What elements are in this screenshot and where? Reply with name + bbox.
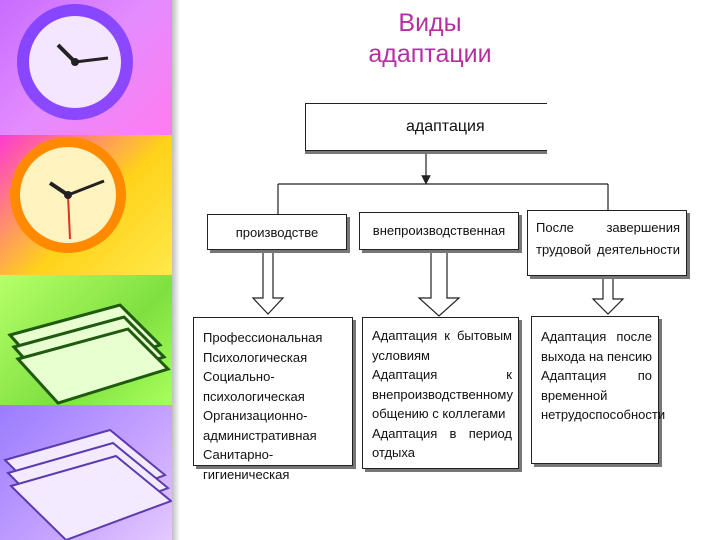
branch-box-non-production: внепроизводственная: [359, 212, 519, 250]
block-arrow-left: [251, 249, 285, 315]
list-item: Психологическая: [203, 349, 308, 365]
list-item: административная: [203, 427, 317, 443]
strip-shadow: [172, 0, 180, 540]
papers-photo-green: [0, 275, 172, 405]
list-box-production: Профессиональная Психологическая Социаль…: [193, 317, 353, 482]
list-item: общению с коллегами: [372, 406, 506, 421]
list-item: Социально-: [203, 369, 275, 384]
decorative-photo-strip: [0, 0, 172, 540]
papers-photo-violet: [0, 405, 172, 540]
list-item: выхода на пенсию: [541, 348, 652, 364]
papers-icon: [7, 303, 171, 405]
block-arrow-right: [591, 276, 625, 315]
list-item: Адаптация к бытовым: [372, 328, 512, 343]
branch-label-line: После завершения: [536, 220, 680, 235]
page-title: Виды адаптации: [330, 8, 530, 70]
branch-label-line: трудовой деятельности: [536, 242, 680, 257]
clock-photo-yellow: [0, 135, 172, 275]
list-item: Адаптация в период: [372, 425, 512, 441]
branch-label: производстве: [235, 225, 319, 240]
list-item: Адаптация после: [541, 329, 652, 344]
list-item: Адаптация по: [541, 368, 652, 383]
list-item: Профессиональная: [203, 330, 323, 345]
branch-label: внепроизводственная: [372, 223, 506, 238]
papers-icon: [3, 428, 172, 540]
list-item: Организационно-: [203, 408, 308, 423]
list-item: отдыха: [372, 445, 415, 460]
list-item: внепроизводственному: [372, 386, 513, 402]
list-item: нетрудоспособности: [541, 407, 666, 422]
title-line-1: Виды: [398, 9, 462, 37]
block-arrow-middle: [417, 249, 461, 317]
list-item: Адаптация к: [372, 367, 512, 382]
title-line-2: адаптации: [368, 40, 492, 68]
list-box-after-retirement: Адаптация после выхода на пенсию Адаптац…: [531, 316, 666, 464]
clock-icon: [17, 4, 133, 120]
root-box: адаптация: [305, 103, 547, 151]
list-item: временной: [541, 387, 608, 403]
branch-box-production: производстве: [207, 214, 347, 250]
branch-box-after-retirement: После завершения трудовой деятельности: [527, 210, 687, 276]
list-item: условиям: [372, 347, 430, 363]
clock-icon: [10, 137, 126, 253]
root-label: адаптация: [406, 118, 485, 135]
list-item: психологическая: [203, 388, 305, 404]
list-box-non-production: Адаптация к бытовым условиям Адаптация к…: [362, 317, 519, 469]
clock-photo-purple: [0, 0, 172, 135]
list-item: Санитарно-гигиеническая: [203, 447, 290, 482]
